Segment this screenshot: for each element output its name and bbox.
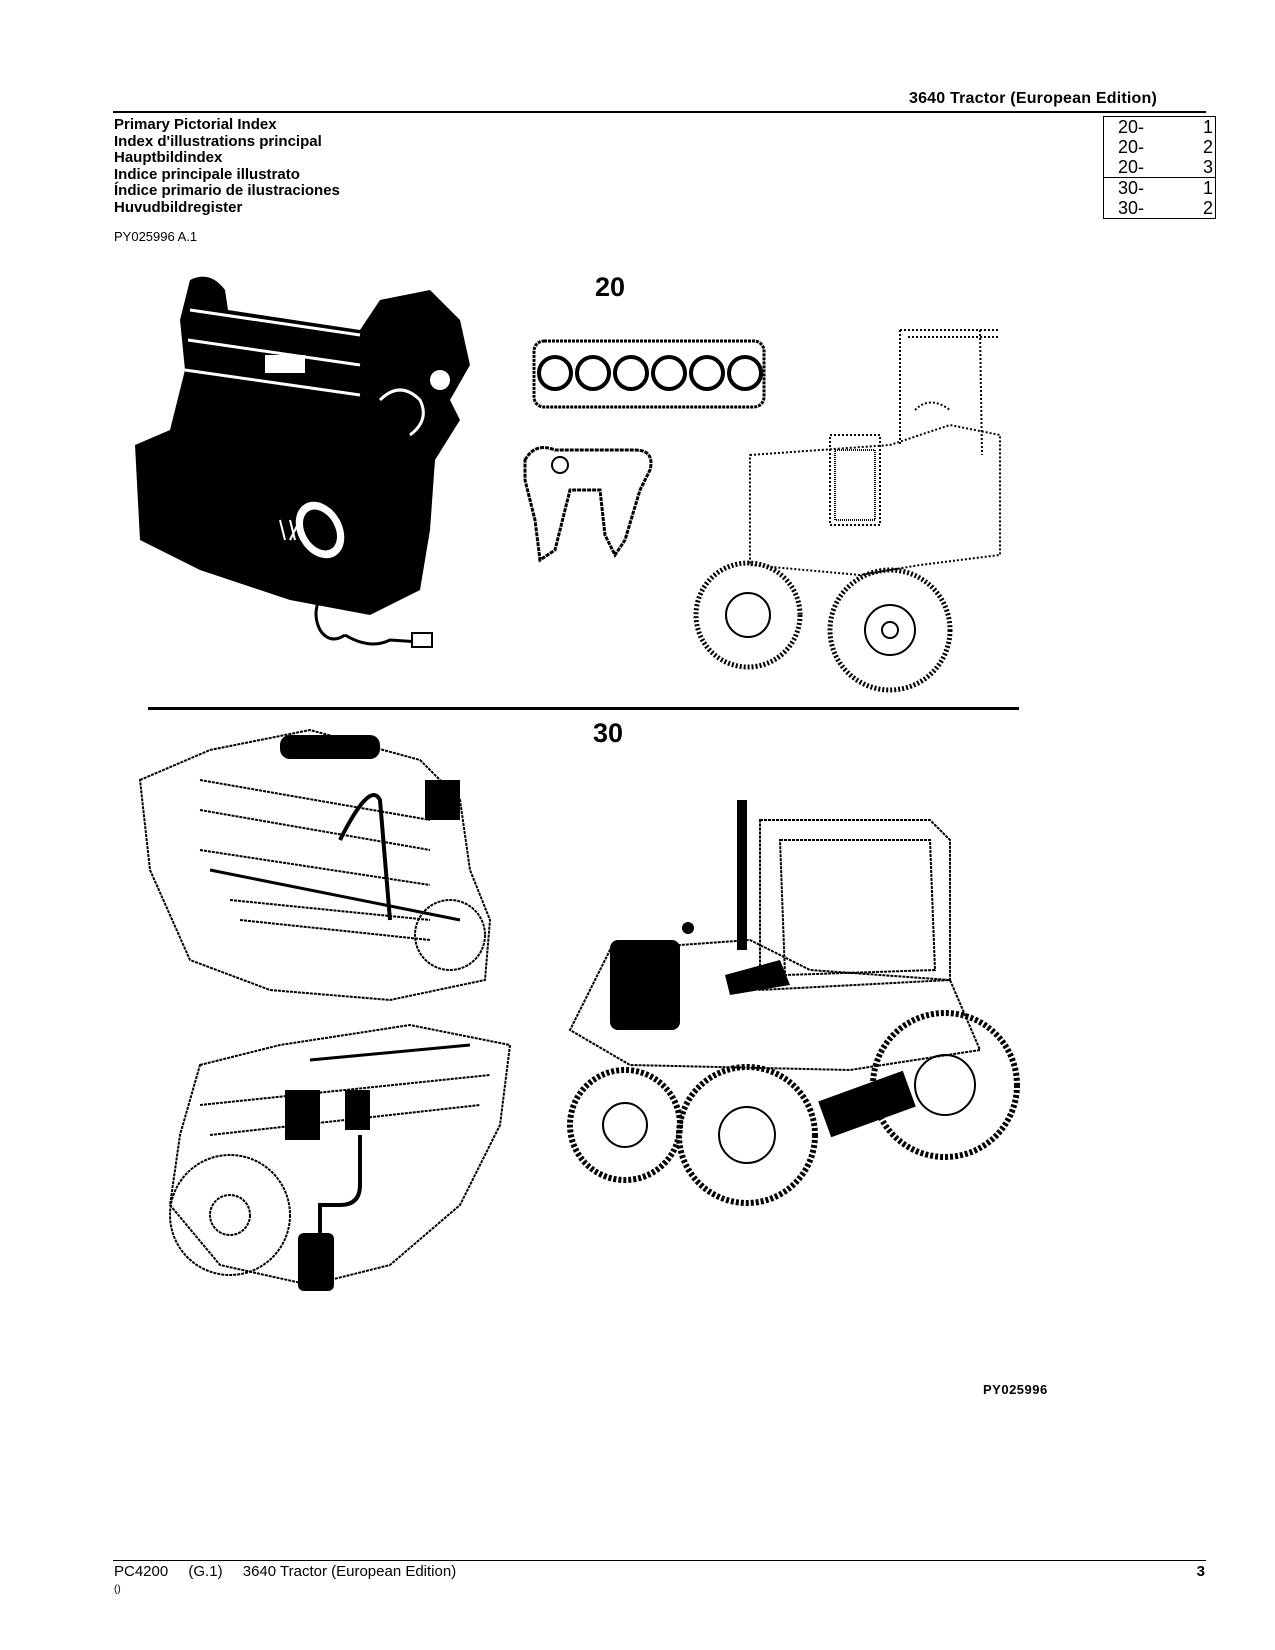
page-number: 3 [1196, 1563, 1205, 1580]
index-section: 20- [1118, 157, 1145, 177]
index-page: 2 [1202, 137, 1213, 157]
footer-code: PC4200 [114, 1563, 169, 1580]
reference-code: PY025996 A.1 [114, 229, 198, 244]
index-section: 30- [1118, 178, 1145, 198]
document-header-title: 3640 Tractor (European Edition) [908, 90, 1157, 107]
footer-version: (G.1) [188, 1563, 223, 1580]
title-italian: Indice principale illustrato [114, 165, 300, 183]
engine-30-upper-illustration [138, 728, 492, 1002]
title-german: Hauptbildindex [114, 149, 223, 166]
index-page: 1 [1202, 178, 1213, 198]
title-french: Index d'illustrations principal [114, 132, 322, 150]
index-group-30: 30- 1 30- 2 [1104, 177, 1215, 218]
engine-30-lower-illustration [168, 1023, 512, 1291]
tractor-30-illustration [567, 800, 1020, 1206]
section-30-label: 30 [593, 718, 624, 748]
footer-rule [113, 1560, 1206, 1561]
engine-20-illustration [135, 276, 470, 648]
index-row[interactable]: 20- 2 [1118, 137, 1213, 157]
index-row[interactable]: 20- 3 [1118, 157, 1213, 177]
footer-sub: () [114, 1584, 121, 1595]
front-cover-gasket-illustration [523, 446, 653, 563]
section-divider-rule [148, 707, 1019, 710]
title-swedish: Huvudbildregister [114, 198, 243, 216]
index-page: 1 [1202, 117, 1213, 137]
index-page: 2 [1202, 198, 1213, 218]
index-section: 20- [1118, 137, 1145, 157]
footer-title: 3640 Tractor (European Edition) [242, 1563, 457, 1580]
title-english: Primary Pictorial Index [114, 116, 277, 133]
title-spanish: Índice primario de ilustraciones [114, 182, 340, 199]
section-20-label: 20 [595, 272, 626, 302]
head-gasket-illustration [532, 339, 766, 409]
index-group-20: 20- 1 20- 2 20- 3 [1104, 117, 1215, 177]
index-row[interactable]: 30- 1 [1118, 178, 1213, 198]
index-row[interactable]: 30- 2 [1118, 198, 1213, 218]
header-rule [113, 111, 1206, 113]
figure-id: PY025996 [983, 1382, 1048, 1397]
index-titles: Primary Pictorial Index Index d'illustra… [114, 116, 340, 216]
section-index-table: 20- 1 20- 2 20- 3 30- 1 30- 2 [1103, 116, 1216, 219]
tractor-20-illustration [693, 329, 1001, 693]
index-section: 30- [1118, 198, 1145, 218]
index-section: 20- [1118, 117, 1145, 137]
index-row[interactable]: 20- 1 [1118, 117, 1213, 137]
footer-info: PC4200 (G.1) 3640 Tractor (European Edit… [114, 1563, 456, 1580]
index-page: 3 [1202, 157, 1213, 177]
